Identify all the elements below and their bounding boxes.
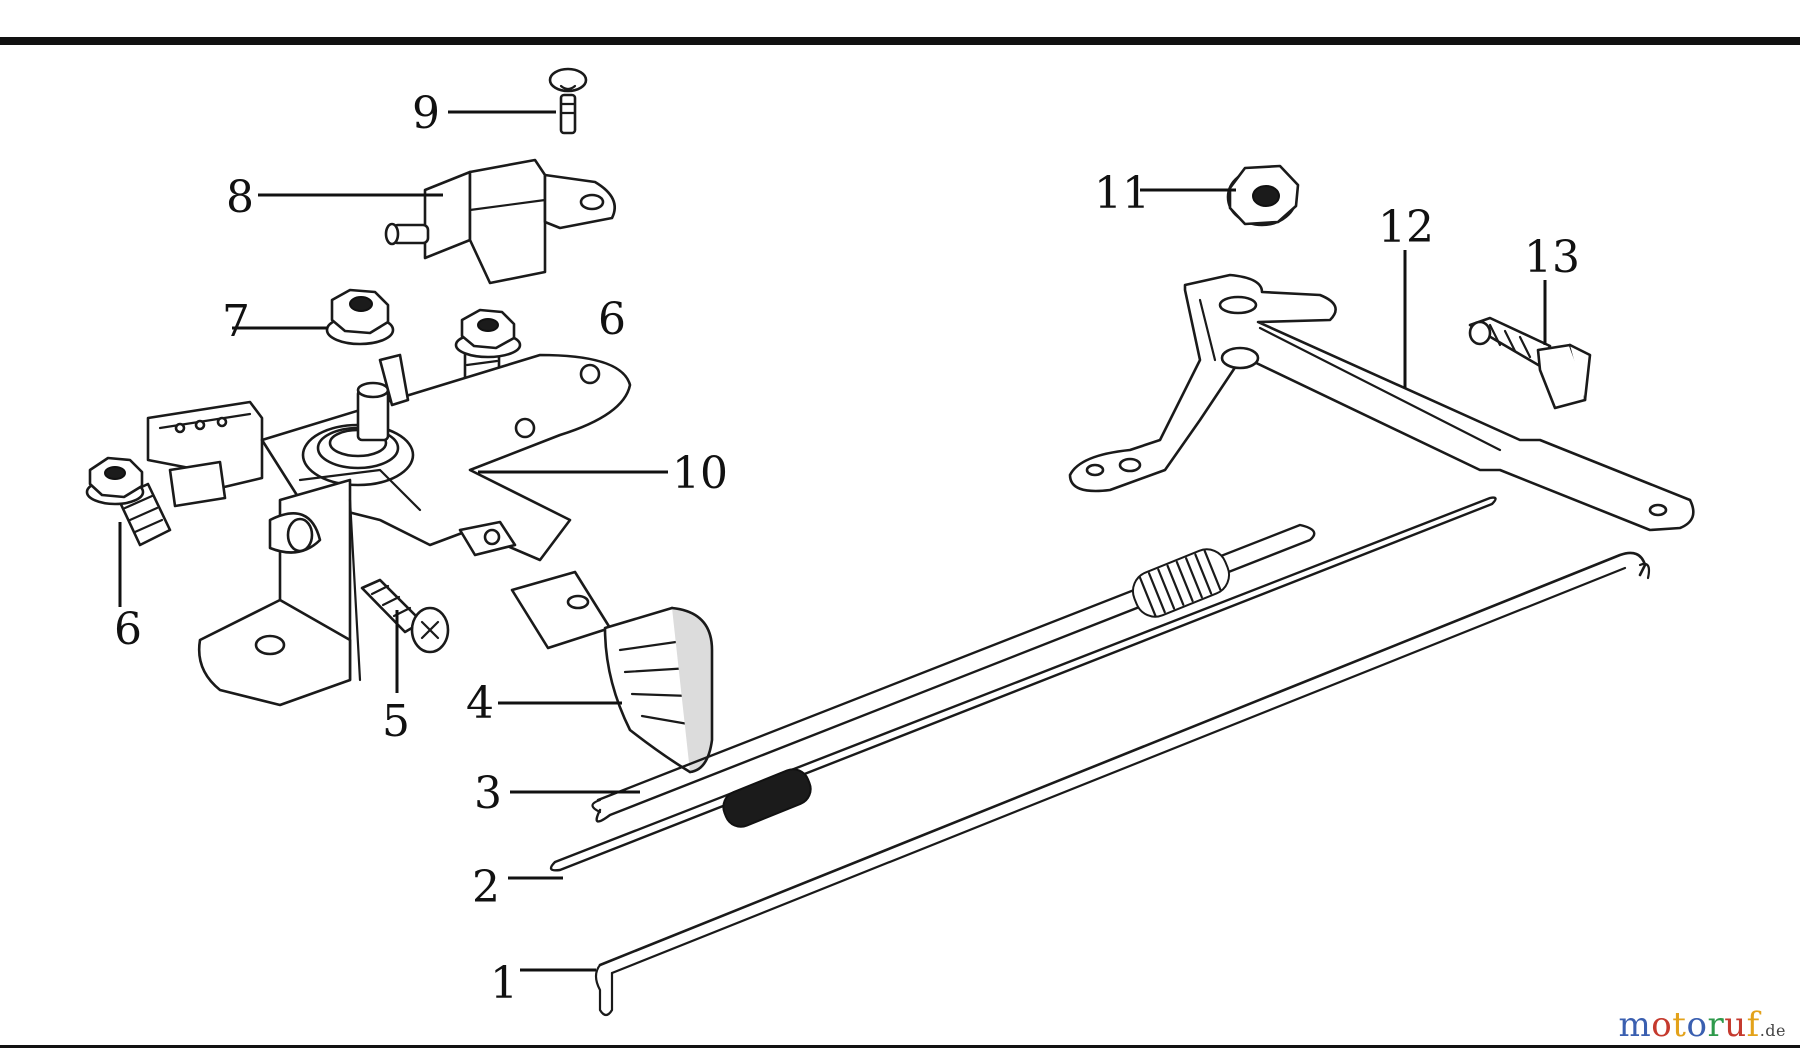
part-6-lower-bolt <box>85 456 172 547</box>
part-12-bracket-arm <box>1068 273 1695 532</box>
motoruf-watermark-logo: motoruf.de <box>1619 1005 1786 1045</box>
top-rule <box>0 37 1800 45</box>
part-1-link-rod <box>594 551 1651 1017</box>
callout-12: 12 <box>1378 202 1434 253</box>
watermark-letter: m <box>1618 1005 1652 1045</box>
callout-8: 8 <box>226 172 254 223</box>
watermark-letter: t <box>1672 1005 1687 1045</box>
part-4-knob <box>510 570 714 774</box>
part-7-flange-nut <box>325 288 395 346</box>
callout-6-upper: 6 <box>598 294 626 345</box>
callout-4: 4 <box>466 678 494 729</box>
part-2-rod <box>549 496 1497 872</box>
watermark-letter: u <box>1724 1005 1747 1045</box>
watermark-suffix: .de <box>1759 1021 1786 1040</box>
callout-11: 11 <box>1094 168 1150 219</box>
part-3-spring-rod <box>591 523 1316 823</box>
callout-13: 13 <box>1524 232 1580 283</box>
callout-9: 9 <box>412 88 440 139</box>
callout-7: 7 <box>222 296 250 347</box>
callout-1: 1 <box>490 958 518 1009</box>
part-9-screw <box>548 67 588 135</box>
part-13-bolt <box>1468 316 1592 410</box>
watermark-letter: o <box>1651 1005 1673 1045</box>
watermark-letter: f <box>1746 1005 1760 1045</box>
watermark-letter: o <box>1686 1005 1708 1045</box>
part-11-nut <box>1226 164 1300 227</box>
callout-10: 10 <box>672 448 728 499</box>
callout-3: 3 <box>474 768 502 819</box>
part-8-switch <box>384 158 616 285</box>
part-10-throttle-bracket <box>146 353 632 707</box>
callout-5: 5 <box>382 696 410 747</box>
callout-6-lower: 6 <box>114 604 142 655</box>
part-5-screw <box>360 578 450 654</box>
bottom-rule <box>0 1045 1800 1048</box>
watermark-letter: r <box>1707 1005 1725 1045</box>
callout-2: 2 <box>472 862 500 913</box>
